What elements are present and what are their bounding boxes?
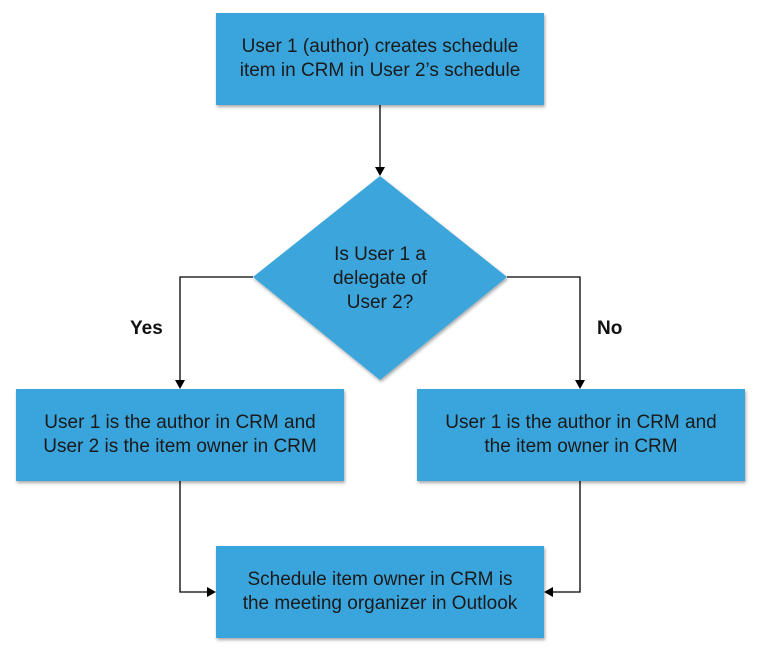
connector-no-to-end — [552, 481, 581, 593]
end-node: Schedule item owner in CRM is the meetin… — [216, 546, 544, 638]
connector-yes — [179, 276, 253, 381]
connector-yes-to-end — [179, 481, 208, 593]
decision-diamond — [253, 176, 507, 380]
arrowhead-no — [575, 380, 585, 389]
arrowhead-decision — [375, 167, 385, 176]
arrowhead-end-right — [544, 587, 553, 597]
arrowhead-yes — [175, 380, 185, 389]
no-outcome-node: User 1 is the author in CRM and the item… — [417, 389, 745, 481]
connector-no — [507, 276, 581, 381]
yes-branch-label: Yes — [130, 318, 163, 339]
yes-outcome-node: User 1 is the author in CRM and User 2 i… — [16, 389, 344, 481]
start-node: User 1 (author) creates schedule item in… — [216, 13, 544, 105]
no-branch-label: No — [597, 318, 623, 339]
decision-text: Is User 1 a delegate of User 2? — [332, 244, 428, 313]
arrowhead-end-left — [207, 587, 216, 597]
